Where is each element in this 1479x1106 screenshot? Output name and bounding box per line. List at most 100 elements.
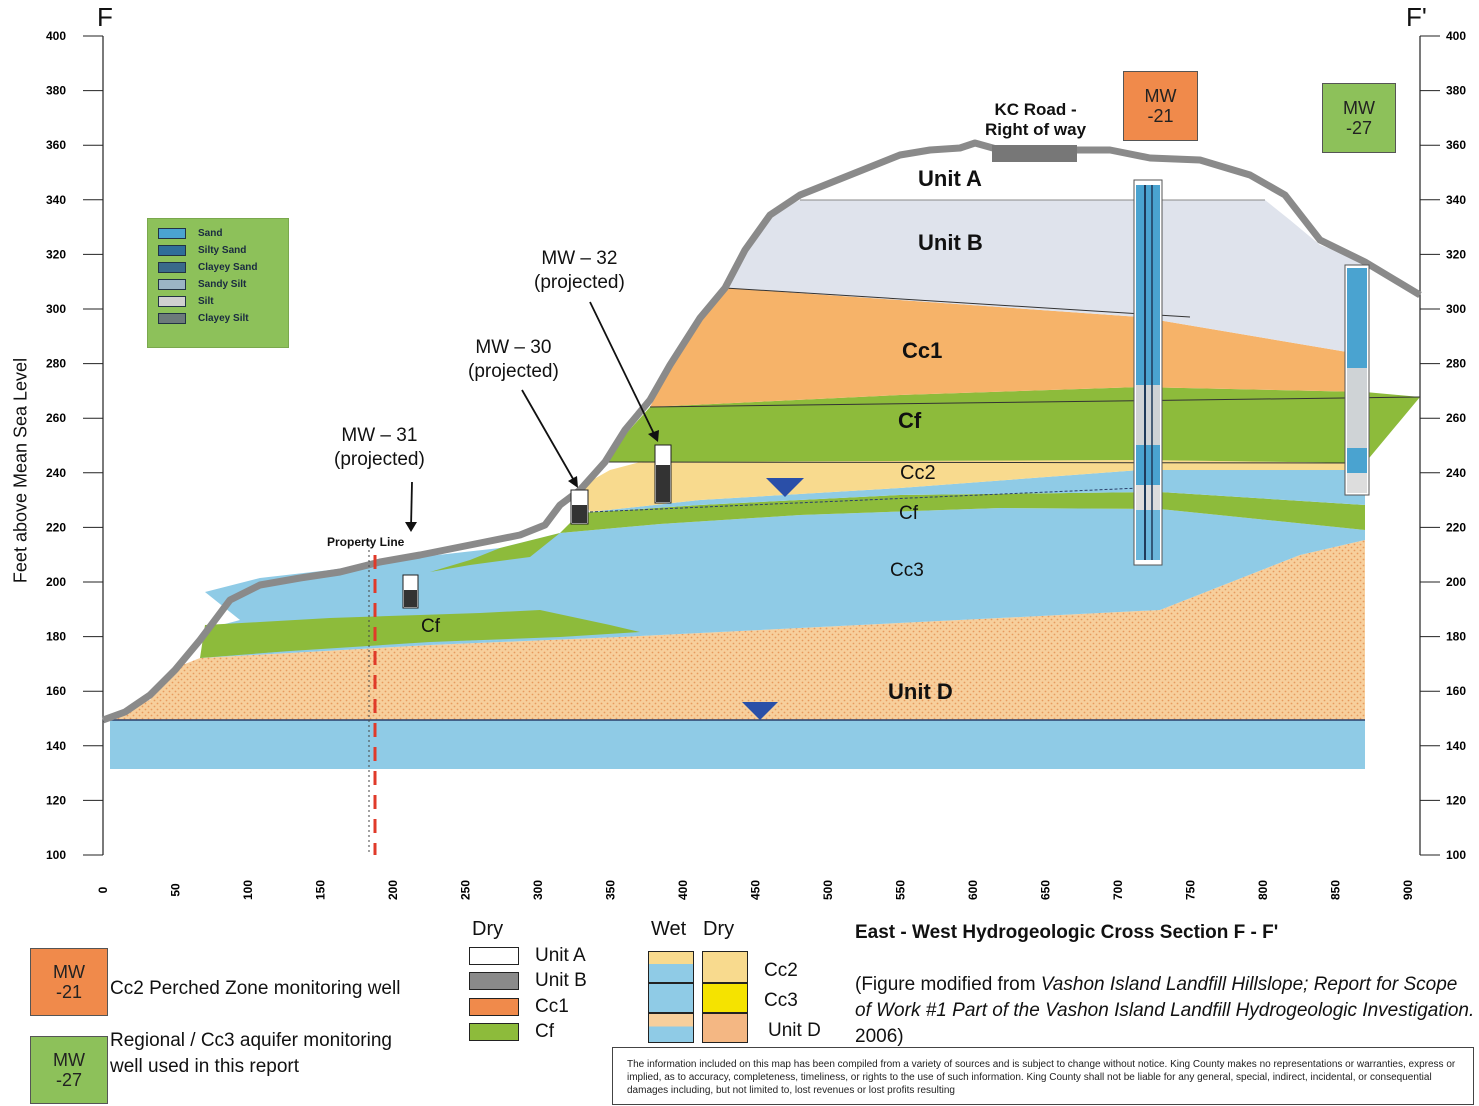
x-tick-label: 300 — [531, 880, 545, 900]
legend-mw27-desc-line1: Regional / Cc3 aquifer monitoring — [110, 1030, 392, 1051]
right-y-tick-label: 400 — [1446, 29, 1466, 43]
unit-d-layer — [103, 540, 1365, 720]
cc2-layer — [578, 460, 1365, 512]
legend-mw27-desc-line2: well used in this report — [110, 1056, 300, 1077]
kc-road-block — [992, 145, 1077, 162]
left-y-tick-label: 160 — [46, 684, 66, 698]
right-y-tick-label: 140 — [1446, 739, 1466, 753]
legend-mw27-line1: MW — [53, 1050, 85, 1070]
mw21-box: MW -21 — [1123, 71, 1198, 141]
x-tick-label: 250 — [459, 880, 473, 900]
lower-aquifer-band — [110, 720, 1365, 769]
x-tick-label: 50 — [169, 883, 183, 897]
left-y-tick-label: 140 — [46, 739, 66, 753]
well-mw21-column — [1133, 179, 1163, 566]
left-y-tick-label: 120 — [46, 793, 66, 807]
x-tick-label: 700 — [1111, 880, 1125, 900]
cf-lower-layer — [200, 610, 640, 658]
mw31-line1: MW – 31 — [341, 425, 418, 446]
x-tick-label: 100 — [241, 880, 255, 900]
cc1-label: Cc1 — [902, 338, 943, 363]
legend-unit-a-swatch — [469, 947, 519, 965]
soil-legend-swatch — [158, 296, 186, 307]
legend-cc3-wet-swatch — [648, 983, 694, 1013]
well-mw30-column — [570, 489, 589, 525]
geologic-units — [103, 199, 1421, 769]
right-y-tick-label: 320 — [1446, 247, 1466, 261]
x-tick-label: 750 — [1184, 880, 1198, 900]
soil-legend-label: Clayey Silt — [198, 313, 249, 324]
x-tick-label: 800 — [1256, 880, 1270, 900]
kc-road-line1: KC Road - — [994, 100, 1077, 119]
x-tick-label: 0 — [96, 886, 110, 893]
soil-legend-swatch — [158, 228, 186, 239]
x-tick-label: 550 — [894, 880, 908, 900]
mw27-box: MW -27 — [1322, 83, 1396, 153]
legend-dry-header: Dry — [472, 918, 504, 940]
x-tick-label: 850 — [1329, 880, 1343, 900]
soil-legend-label: Silt — [198, 296, 214, 307]
legend-mw21-box: MW -21 — [30, 948, 108, 1016]
x-tick-label: 650 — [1039, 880, 1053, 900]
right-y-tick-label: 260 — [1446, 411, 1466, 425]
well-mw31-column — [402, 574, 419, 609]
cc2-label: Cc2 — [900, 462, 936, 484]
caption-prefix: (Figure modified from — [855, 974, 1041, 995]
kc-road-annotation: KC Road - Right of way — [985, 100, 1086, 140]
well-mw27-column — [1344, 264, 1370, 496]
legend-cc1-swatch — [469, 998, 519, 1016]
right-y-tick-label: 200 — [1446, 575, 1466, 589]
left-y-tick-label: 100 — [46, 848, 66, 862]
left-y-tick-label: 180 — [46, 630, 66, 644]
right-y-tick-label: 120 — [1446, 793, 1466, 807]
kc-road-line2: Right of way — [985, 120, 1087, 139]
legend-cc3-label: Cc3 — [764, 990, 798, 1011]
caption-source: Vashon Island Landfill Hillslope; Report… — [855, 974, 1475, 1021]
right-y-tick-label: 160 — [1446, 684, 1466, 698]
well-mw32-column — [654, 444, 672, 504]
legend-unitd-label: Unit D — [768, 1020, 821, 1041]
figure-caption: (Figure modified from Vashon Island Land… — [855, 972, 1475, 1050]
section-end-label: F' — [1406, 2, 1427, 32]
soil-legend-label: Sandy Silt — [198, 279, 247, 290]
legend-unit-b-swatch — [469, 972, 519, 990]
mw30-line1: MW – 30 — [475, 337, 552, 358]
x-tick-label: 900 — [1401, 880, 1415, 900]
unit-d-label: Unit D — [888, 679, 953, 704]
unit-b-layer — [725, 200, 1365, 355]
mw32-line2: (projected) — [534, 272, 625, 293]
cf-middle-layer — [430, 492, 1365, 572]
soil-legend-item: Clayey Sand — [158, 259, 288, 276]
cf-upper-label: Cf — [898, 408, 922, 433]
legend-mw27-box: MW -27 — [30, 1036, 108, 1104]
caption-suffix: 2006) — [855, 1026, 904, 1047]
left-y-tick-label: 260 — [46, 411, 66, 425]
legend-mw21-line2: -21 — [55, 982, 82, 1002]
legend-cf-swatch — [469, 1023, 519, 1041]
left-y-tick-label: 200 — [46, 575, 66, 589]
unit-b-label: Unit B — [918, 230, 983, 255]
right-y-tick-label: 380 — [1446, 84, 1466, 98]
legend-unit-a-label: Unit A — [535, 945, 586, 966]
cf-middle-label: Cf — [899, 503, 918, 524]
legend-mw21-line1: MW — [53, 962, 85, 982]
legend-cc3-dry-swatch — [702, 983, 748, 1013]
mw21-box-line2: -21 — [1147, 106, 1174, 126]
soil-legend-swatch — [158, 279, 186, 290]
legend-mw27-desc: Regional / Cc3 aquifer monitoring well u… — [110, 1028, 392, 1080]
right-y-tick-label: 180 — [1446, 630, 1466, 644]
legend-unitd-dry-swatch — [702, 1013, 748, 1043]
legend-dry-header-2: Dry — [703, 918, 735, 940]
right-y-tick-label: 300 — [1446, 302, 1466, 316]
legend-unit-b-label: Unit B — [535, 970, 587, 991]
water-table-upper-marker — [766, 478, 804, 497]
unit-a-label: Unit A — [918, 166, 982, 191]
soil-legend-swatch — [158, 313, 186, 324]
mw31-line2: (projected) — [334, 449, 425, 470]
right-y-tick-label: 280 — [1446, 357, 1466, 371]
cc3-upper-band — [580, 470, 1365, 513]
legend-mw21-desc: Cc2 Perched Zone monitoring well — [110, 978, 401, 999]
